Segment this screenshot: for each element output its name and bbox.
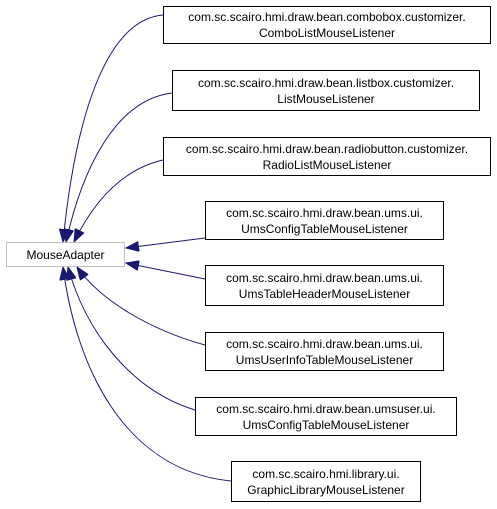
subclass-node-library[interactable]: com.sc.scairo.hmi.library.ui. GraphicLib… <box>231 461 421 502</box>
subclass-package: com.sc.scairo.hmi.draw.bean.radiobutton.… <box>185 141 469 156</box>
edge-ums-userinfo-listener <box>77 267 206 346</box>
subclass-package: com.sc.scairo.hmi.draw.bean.ums.ui. <box>226 336 423 351</box>
subclass-package: com.sc.scairo.hmi.draw.bean.combobox.cus… <box>188 10 466 24</box>
subclass-name: ComboListMouseListener <box>258 26 396 40</box>
subclass-name: ListMouseListener <box>277 91 375 106</box>
subclass-name: RadioListMouseListener <box>262 157 392 172</box>
subclass-name: UmsTableHeaderMouseListener <box>238 286 411 301</box>
subclass-node-ums-userinfo[interactable]: com.sc.scairo.hmi.draw.bean.ums.ui. UmsU… <box>205 332 444 371</box>
subclass-node-radiobutton[interactable]: com.sc.scairo.hmi.draw.bean.radiobutton.… <box>163 137 491 176</box>
edge-library-listener <box>63 267 232 482</box>
subclass-package: com.sc.scairo.hmi.library.ui. <box>252 466 400 481</box>
subclass-name: UmsUserInfoTableMouseListener <box>235 352 414 367</box>
edge-listbox-listener <box>66 92 173 242</box>
subclass-node-listbox[interactable]: com.sc.scairo.hmi.draw.bean.listbox.cust… <box>172 70 480 111</box>
subclass-name: UmsConfigTableMouseListener <box>242 417 410 432</box>
edge-ums-header-listener <box>126 263 206 280</box>
subclass-name: GraphicLibraryMouseListener <box>247 482 405 497</box>
subclass-package: com.sc.scairo.hmi.draw.bean.ums.ui. <box>226 270 423 285</box>
subclass-node-ums-header[interactable]: com.sc.scairo.hmi.draw.bean.ums.ui. UmsT… <box>205 265 444 306</box>
edge-combobox-listener <box>63 14 164 242</box>
subclass-name: UmsConfigTableMouseListener <box>241 221 408 236</box>
base-class-node[interactable]: MouseAdapter <box>6 242 125 267</box>
subclass-node-umsuser-config[interactable]: com.sc.scairo.hmi.draw.bean.umsuser.ui. … <box>195 397 457 436</box>
subclass-node-combobox[interactable]: com.sc.scairo.hmi.draw.bean.combobox.cus… <box>163 6 491 44</box>
subclass-package: com.sc.scairo.hmi.draw.bean.umsuser.ui. <box>216 401 436 416</box>
base-class-label: MouseAdapter <box>26 247 105 262</box>
edge-umsuser-config-listener <box>68 267 196 411</box>
edge-radiobutton-listener <box>74 159 164 242</box>
subclass-node-ums-config[interactable]: com.sc.scairo.hmi.draw.bean.ums.ui. UmsC… <box>205 201 444 240</box>
subclass-package: com.sc.scairo.hmi.draw.bean.ums.ui. <box>226 205 423 220</box>
subclass-package: com.sc.scairo.hmi.draw.bean.listbox.cust… <box>197 75 455 90</box>
edge-ums-config-listener <box>126 237 206 248</box>
